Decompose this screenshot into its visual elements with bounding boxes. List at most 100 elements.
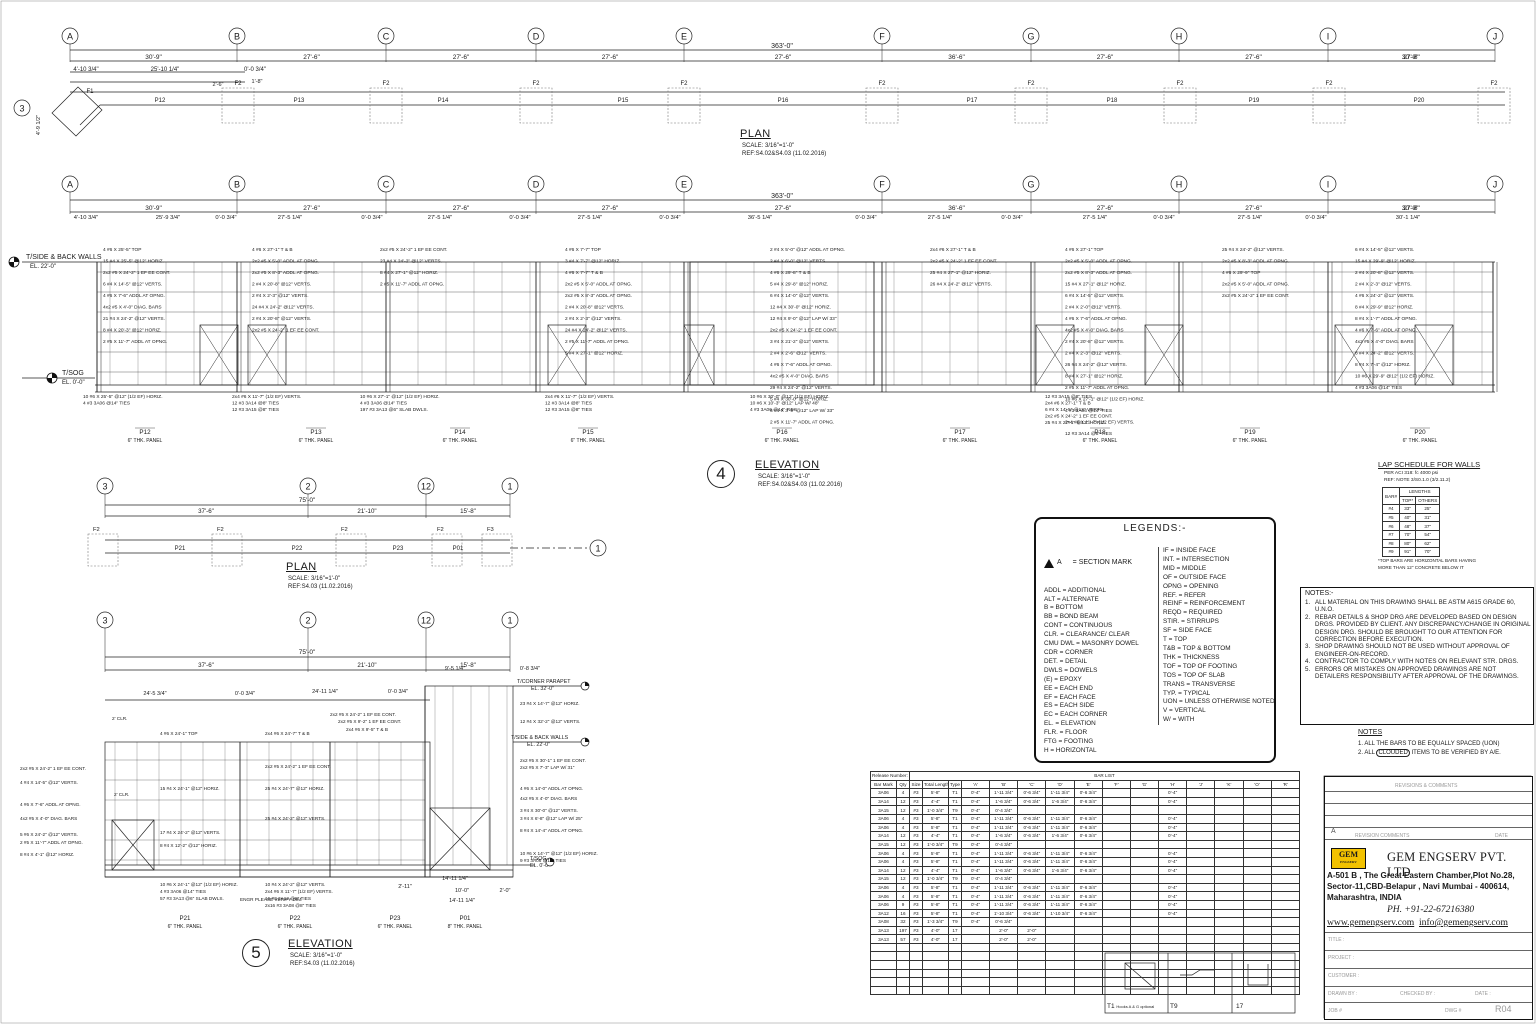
bar-list-cell	[1045, 839, 1075, 850]
bar-list-cell: 0'-4 3/4"	[989, 805, 1019, 815]
bar-list-header: Bar Mark	[870, 779, 897, 790]
panel-thk-elev4: 6" THK. PANEL	[571, 438, 606, 444]
callout-elev5: ENGR PLEASE VERIFY DIM.	[240, 897, 302, 902]
bar-list-cell	[1214, 917, 1244, 927]
bar-list-cell: 5'-8"	[921, 848, 949, 858]
bar-list-cell	[1186, 925, 1216, 936]
bar-list-header: 'R'	[1270, 779, 1301, 790]
company-email[interactable]: info@gemengserv.com	[1419, 917, 1508, 928]
callout-elev4: 4x2 #5 X 4'-0" DIAG. BARS	[1065, 328, 1124, 334]
bar-list-cell	[1242, 805, 1272, 815]
callout-elev4: 29 #4 X 24'-2" @12" VERTS.	[770, 385, 832, 391]
company-website[interactable]: www.gemengserv.com	[1327, 917, 1415, 928]
grid-bubble-bot-1-label: 1	[507, 482, 512, 492]
note-item: 1.ALL MATERIAL ON THIS DRAWING SHALL BE …	[1305, 599, 1531, 614]
callout-elev4: 2 #4 X 2'-3" @12" VERTS.	[1065, 351, 1122, 357]
callout-elev5: 4 #3 3A06 @14" TIES	[160, 889, 206, 894]
pier-footing	[667, 87, 701, 124]
bar-list-cell: #3	[909, 865, 923, 876]
bar-list-cell: 4'-4"	[921, 865, 949, 876]
bar-list-row-empty	[870, 960, 1301, 970]
bar-list-cell	[1073, 968, 1103, 979]
bar-list-cell	[1214, 985, 1244, 996]
bar-list-header: 'H'	[1158, 779, 1188, 790]
callout-elev4: 2x2 #5 X 8'-3" ADDL AT OPNG.	[565, 293, 632, 299]
bar-list-cell	[1242, 968, 1272, 979]
bar-list-cell: 1'-0 3/4"	[921, 874, 949, 884]
company-phone: PH. +91-22-67216380	[1387, 905, 1475, 915]
bar-list-cell	[1158, 925, 1188, 936]
bar-list-cell: 0'-4"	[960, 856, 991, 867]
bar-list-cell: T1	[947, 813, 962, 824]
grid-bubble-top-C-label: C	[383, 32, 390, 42]
bar-list-cell	[1214, 848, 1244, 858]
bar-list-cell: 5'-8"	[921, 908, 949, 919]
callout-elev4: 5 #4 X 30'-0" @12" HORIZ.	[770, 397, 828, 403]
bar-list-cell	[1158, 934, 1188, 944]
callout-elev4: 2 #4 X 20'-8" @12" VERTS.	[252, 282, 311, 288]
bar-list-cell: 0'-6 3/4"	[1073, 813, 1103, 824]
bar-list-cell	[895, 985, 911, 996]
callout-elev4: 5 #4 X 29'-8" @12" HORIZ.	[770, 282, 828, 288]
bar-list-cell: 2'-0"	[1017, 934, 1047, 944]
span-dim-top: 30'-9"	[1402, 54, 1419, 61]
pier-footing	[481, 533, 513, 567]
bar-list-cell	[1270, 899, 1301, 910]
bar-list-cell	[921, 951, 949, 962]
bar-list-cell: #3	[909, 925, 923, 936]
bar-list-cell	[960, 942, 991, 953]
bar-list-cell: 12	[895, 831, 911, 841]
bar-list-cell	[947, 942, 962, 953]
elev4-scale: SCALE: 3/16"=1'-0"	[758, 474, 811, 480]
bar-list-cell	[1242, 891, 1272, 901]
sub-dim-elev: 0'-0 3/4"	[1305, 215, 1326, 221]
diag-bar	[199, 324, 239, 386]
bar-list-cell: #3	[909, 934, 923, 944]
bar-list-cell: 1'-6 3/4"	[989, 865, 1019, 876]
bar-list-cell: #3	[909, 899, 923, 910]
callout-elev4: 8 #4 X 29'-9" @12" HORIZ.	[1355, 305, 1413, 311]
bar-list-cell	[1129, 865, 1160, 876]
grid-bubble-top-H-label: H	[1176, 32, 1183, 42]
bar-list-cell	[1186, 839, 1216, 850]
callout-elev5: 4 #4 X 14'-5" @12" VERTS.	[20, 780, 78, 785]
pier-footing	[1477, 87, 1511, 124]
callout-elev5: 25 #4 X 24'-7" @12" HORIZ.	[265, 786, 325, 791]
bar-list-cell: 1'-0 3/4"	[921, 839, 949, 850]
bar-list-cell	[1045, 968, 1075, 979]
bar-list-cell: 1'-11 3/4"	[1045, 822, 1075, 833]
callout-elev4: 2 #5 X 11'-7" ADDL AT OPNG.	[103, 339, 167, 345]
span-dim-top: 30'-9"	[145, 54, 162, 61]
notes2-item-1: 1. ALL THE BARS TO BE EQUALLY SPACED (UO…	[1358, 741, 1500, 747]
bar-list-cell	[1073, 942, 1103, 953]
bar-list-cell	[947, 985, 962, 996]
bar-list-cell	[1242, 839, 1272, 850]
level-marker-fill	[47, 373, 57, 383]
bar-list-cell	[1242, 960, 1272, 970]
grid-bubble-elev5-12-label: 12	[421, 616, 431, 626]
bar-list-cell	[1242, 848, 1272, 858]
bar-list-cell: 3A12	[870, 908, 897, 919]
span-dim-top: 27'-6"	[602, 54, 619, 61]
lap-cell: #7	[1381, 529, 1401, 540]
bar-list-cell	[1017, 917, 1047, 927]
bar-list-cell	[1242, 977, 1272, 987]
callout-elev5: 2x2 #5 X 24'-2" 1 EF EE CONT.	[20, 766, 86, 771]
lap-schedule-sub1: PER ACI 318: fc 4000 psi	[1384, 471, 1439, 476]
legend-entry: CDR = CORNER	[1044, 648, 1093, 656]
span-dim-elev: 27'-6"	[1245, 205, 1262, 212]
callout-elev4: 15 #4 X 27'-1" @12" HORIZ.	[1065, 282, 1126, 288]
bar-list-cell	[989, 951, 1019, 962]
pier-label: F2	[1176, 81, 1184, 87]
legend-entry: EC = EACH CORNER	[1044, 711, 1108, 719]
bar-list-cell	[1158, 951, 1188, 962]
grid-bubble-elev-I-label: I	[1327, 180, 1330, 190]
bar-list-cell	[1186, 908, 1216, 919]
bar-list-cell: 0'-4"	[1158, 882, 1188, 893]
bar-list-cell	[1186, 891, 1216, 901]
bar-list-cell	[1129, 934, 1160, 944]
bar-list-cell	[1101, 960, 1131, 970]
